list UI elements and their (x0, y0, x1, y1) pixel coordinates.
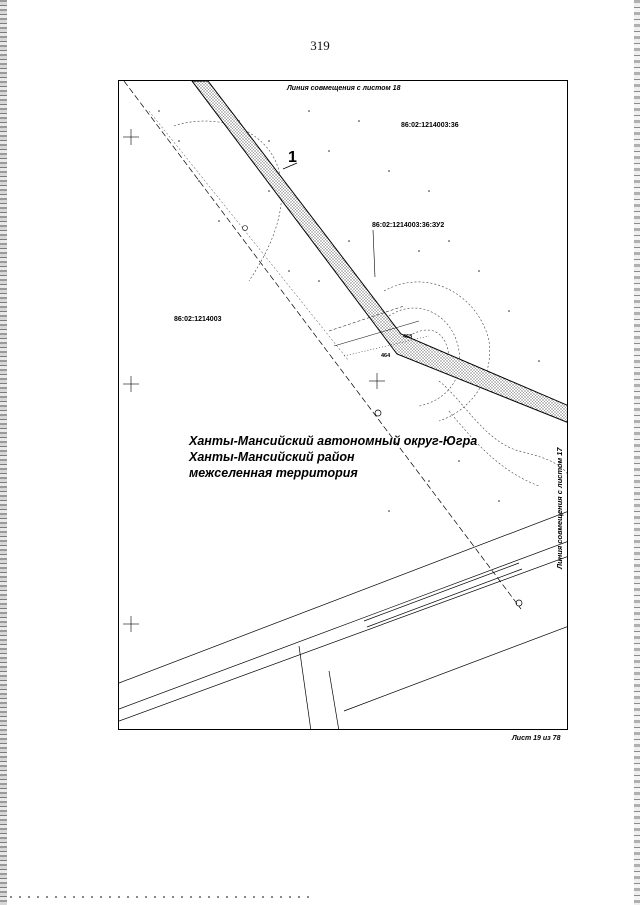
region-line-rayon: Ханты-Мансийский район (189, 450, 355, 464)
cadastral-quarter-label: 86:02:1214003 (174, 316, 222, 323)
point-463-label: 463 (403, 334, 413, 340)
reference-lines (328, 305, 430, 357)
terrain-marks (158, 110, 540, 512)
road-lines (119, 511, 567, 729)
object-marker-number: 1 (288, 149, 297, 166)
scan-edge-left (0, 0, 7, 905)
map-frame: Линия совмещения с листом 18 Линия совме… (118, 80, 568, 730)
grid-crosses (123, 129, 385, 632)
survey-line (123, 81, 523, 610)
parcel-zu2-label: 86:02:1214003:36:ЗУ2 (372, 222, 445, 229)
corridor-band (191, 81, 567, 423)
alignment-line-top-label: Линия совмещения с листом 18 (287, 85, 401, 92)
scan-artifact-dots (10, 896, 310, 898)
leader-zu2 (372, 229, 376, 278)
alignment-line-right-label: Линия совмещения с листом 17 (555, 447, 564, 569)
region-line-okrug: Ханты-Мансийский автономный округ-Югра (189, 434, 478, 448)
leader-marker (282, 162, 298, 170)
point-464-label: 464 (381, 353, 391, 359)
contour-lines (173, 120, 567, 487)
page-number: 319 (310, 38, 330, 53)
region-line-territory: межселенная территория (189, 466, 358, 480)
sheet-number-label: Лист 19 из 78 (512, 735, 561, 742)
map-drawing (119, 81, 567, 729)
region-caption: Ханты-Мансийский автономный округ-Югра Х… (189, 433, 477, 481)
scan-edge-right (634, 0, 640, 905)
parcel-number-label: 86:02:1214003:36 (401, 122, 459, 129)
